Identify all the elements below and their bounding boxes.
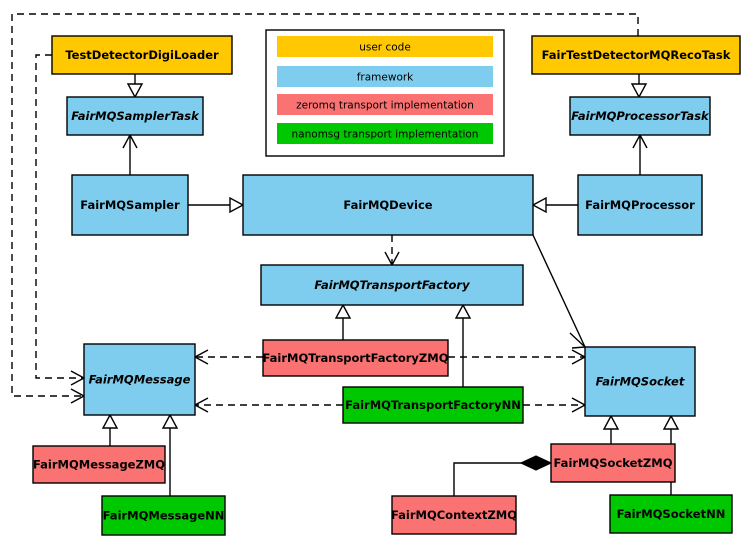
edge-device-socket: [532, 234, 587, 349]
edge-sampler-samplertask: [122, 133, 138, 175]
class-box-fair-mqcontext-zmq[interactable]: [391, 495, 517, 535]
class-label-fair-mqtransport-factory: FairMQTransportFactory: [314, 278, 470, 292]
legend-label-nanomsg: nanomsg transport implementation: [292, 129, 479, 141]
class-label-fair-mqsampler: FairMQSampler: [80, 198, 180, 212]
edge-factoryzmq-message: [193, 349, 263, 365]
class-node-fair-mqtransport-factory-nn[interactable]: FairMQTransportFactoryNN: [342, 386, 524, 424]
class-node-fair-mqsocket[interactable]: FairMQSocket: [584, 346, 696, 417]
class-box-fair-mqsocket-nn[interactable]: [609, 494, 733, 534]
class-box-test-detector-digi-loader[interactable]: [51, 35, 233, 75]
class-box-fair-mqdevice[interactable]: [242, 174, 534, 236]
class-box-fair-mqtransport-factory-zmq[interactable]: [262, 339, 449, 377]
class-label-fair-mqsocket-nn: FairMQSocketNN: [617, 507, 726, 521]
class-node-fair-mqdevice[interactable]: FairMQDevice: [242, 174, 534, 236]
legend-label-user-code: user code: [359, 42, 411, 54]
legend-swatch-user-code: [277, 36, 493, 57]
class-label-fair-mqprocessor: FairMQProcessor: [585, 198, 695, 212]
edge-messagezmq-message: [101, 413, 119, 446]
edge-factoryzmq-factory: [334, 303, 352, 340]
legend: user code framework zeromq transport imp…: [265, 29, 505, 157]
legend-swatch-nanomsg: [277, 123, 493, 144]
class-box-fair-mqsocket[interactable]: [584, 346, 696, 417]
legend-item-nanomsg: nanomsg transport implementation: [277, 123, 493, 144]
class-box-fair-mqtransport-factory[interactable]: [260, 264, 524, 306]
class-label-fair-mqsocket-zmq: FairMQSocketZMQ: [554, 456, 673, 470]
legend-label-framework: framework: [357, 72, 414, 84]
edge-device-transportfactory: [384, 235, 400, 267]
edge-processor-device: [531, 196, 578, 214]
class-box-fair-mqprocessor[interactable]: [577, 174, 703, 236]
class-box-fair-mqmessage-zmq[interactable]: [32, 445, 166, 484]
class-box-fair-mqmessage-nn[interactable]: [101, 495, 226, 536]
class-node-fair-mqsocket-zmq[interactable]: FairMQSocketZMQ: [550, 443, 676, 483]
edge-layer: FairMQSamplerTask : generalization --> F…: [11, 13, 680, 496]
class-node-fair-mqtransport-factory-zmq[interactable]: FairMQTransportFactoryZMQ: [262, 339, 449, 377]
legend-item-zeromq: zeromq transport implementation: [277, 94, 493, 115]
class-node-fair-mqprocessor[interactable]: FairMQProcessor: [577, 174, 703, 236]
legend-item-framework: framework: [277, 66, 493, 87]
class-node-fair-mqsampler[interactable]: FairMQSampler: [71, 174, 189, 236]
class-label-fair-mqsocket: FairMQSocket: [596, 375, 685, 389]
class-node-test-detector-digi-loader[interactable]: TestDetectorDigiLoader: [51, 35, 233, 75]
class-label-test-detector-digi-loader: TestDetectorDigiLoader: [65, 48, 219, 62]
class-label-fair-mqtransport-factory-zmq: FairMQTransportFactoryZMQ: [262, 351, 448, 365]
class-box-fair-test-detector-mqreco-task[interactable]: [531, 35, 741, 75]
class-box-fair-mqsampler[interactable]: [71, 174, 189, 236]
class-label-fair-mqmessage: FairMQMessage: [89, 373, 191, 387]
class-node-fair-mqprocessor-task[interactable]: FairMQProcessorTask: [569, 96, 711, 136]
class-box-fair-mqprocessor-task[interactable]: [569, 96, 711, 136]
class-label-fair-test-detector-mqreco-task: FairTestDetectorMQRecoTask: [542, 48, 731, 62]
edge-contextzmq-socketzmq: [453, 455, 553, 496]
class-box-fair-mqsocket-zmq[interactable]: [550, 443, 676, 483]
edge-sampler-device: [188, 196, 245, 214]
class-box-fair-mqmessage[interactable]: [83, 343, 196, 416]
class-node-fair-mqcontext-zmq[interactable]: FairMQContextZMQ: [391, 495, 517, 535]
edge-factorynn-factory: [454, 303, 472, 387]
legend-swatch-zeromq: [277, 94, 493, 115]
class-label-fair-mqcontext-zmq: FairMQContextZMQ: [391, 508, 517, 522]
legend-label-zeromq: zeromq transport implementation: [296, 100, 474, 112]
class-label-fair-mqdevice: FairMQDevice: [343, 198, 432, 212]
class-label-fair-mqtransport-factory-nn: FairMQTransportFactoryNN: [345, 398, 521, 412]
class-node-fair-mqtransport-factory[interactable]: FairMQTransportFactory: [260, 264, 524, 306]
class-node-fair-mqmessage-nn[interactable]: FairMQMessageNN: [101, 495, 226, 536]
legend-item-user-code: user code: [277, 36, 493, 57]
class-box-fair-mqsampler-task[interactable]: [66, 96, 204, 136]
edge-recotask-processortask: [630, 74, 648, 99]
legend-swatch-framework: [277, 66, 493, 87]
class-label-fair-mqmessage-nn: FairMQMessageNN: [103, 509, 225, 523]
class-node-fair-mqmessage-zmq[interactable]: FairMQMessageZMQ: [32, 445, 166, 484]
class-node-fair-mqsocket-nn[interactable]: FairMQSocketNN: [609, 494, 733, 534]
node-layer: TestDetectorDigiLoader FairTestDetectorMQ…: [32, 35, 741, 536]
class-label-fair-mqmessage-zmq: FairMQMessageZMQ: [33, 458, 165, 472]
class-node-fair-mqmessage[interactable]: FairMQMessage: [83, 343, 196, 416]
edge-socketzmq-socket: [602, 414, 620, 444]
class-label-fair-mqsampler-task: FairMQSamplerTask: [71, 109, 200, 123]
edge-messagenn-message: [161, 413, 179, 496]
class-node-fair-test-detector-mqreco-task[interactable]: FairTestDetectorMQRecoTask: [531, 35, 741, 75]
edge-factorynn-socket: [523, 397, 587, 413]
edge-factoryzmq-socket: [448, 349, 587, 365]
edge-processor-processortask: [632, 133, 648, 175]
class-label-fair-mqprocessor-task: FairMQProcessorTask: [571, 109, 710, 123]
edge-digiloader-samplertask: [126, 74, 144, 99]
class-box-fair-mqtransport-factory-nn[interactable]: [342, 386, 524, 424]
class-node-fair-mqsampler-task[interactable]: FairMQSamplerTask: [66, 96, 204, 136]
edge-factorynn-message: [193, 397, 343, 413]
